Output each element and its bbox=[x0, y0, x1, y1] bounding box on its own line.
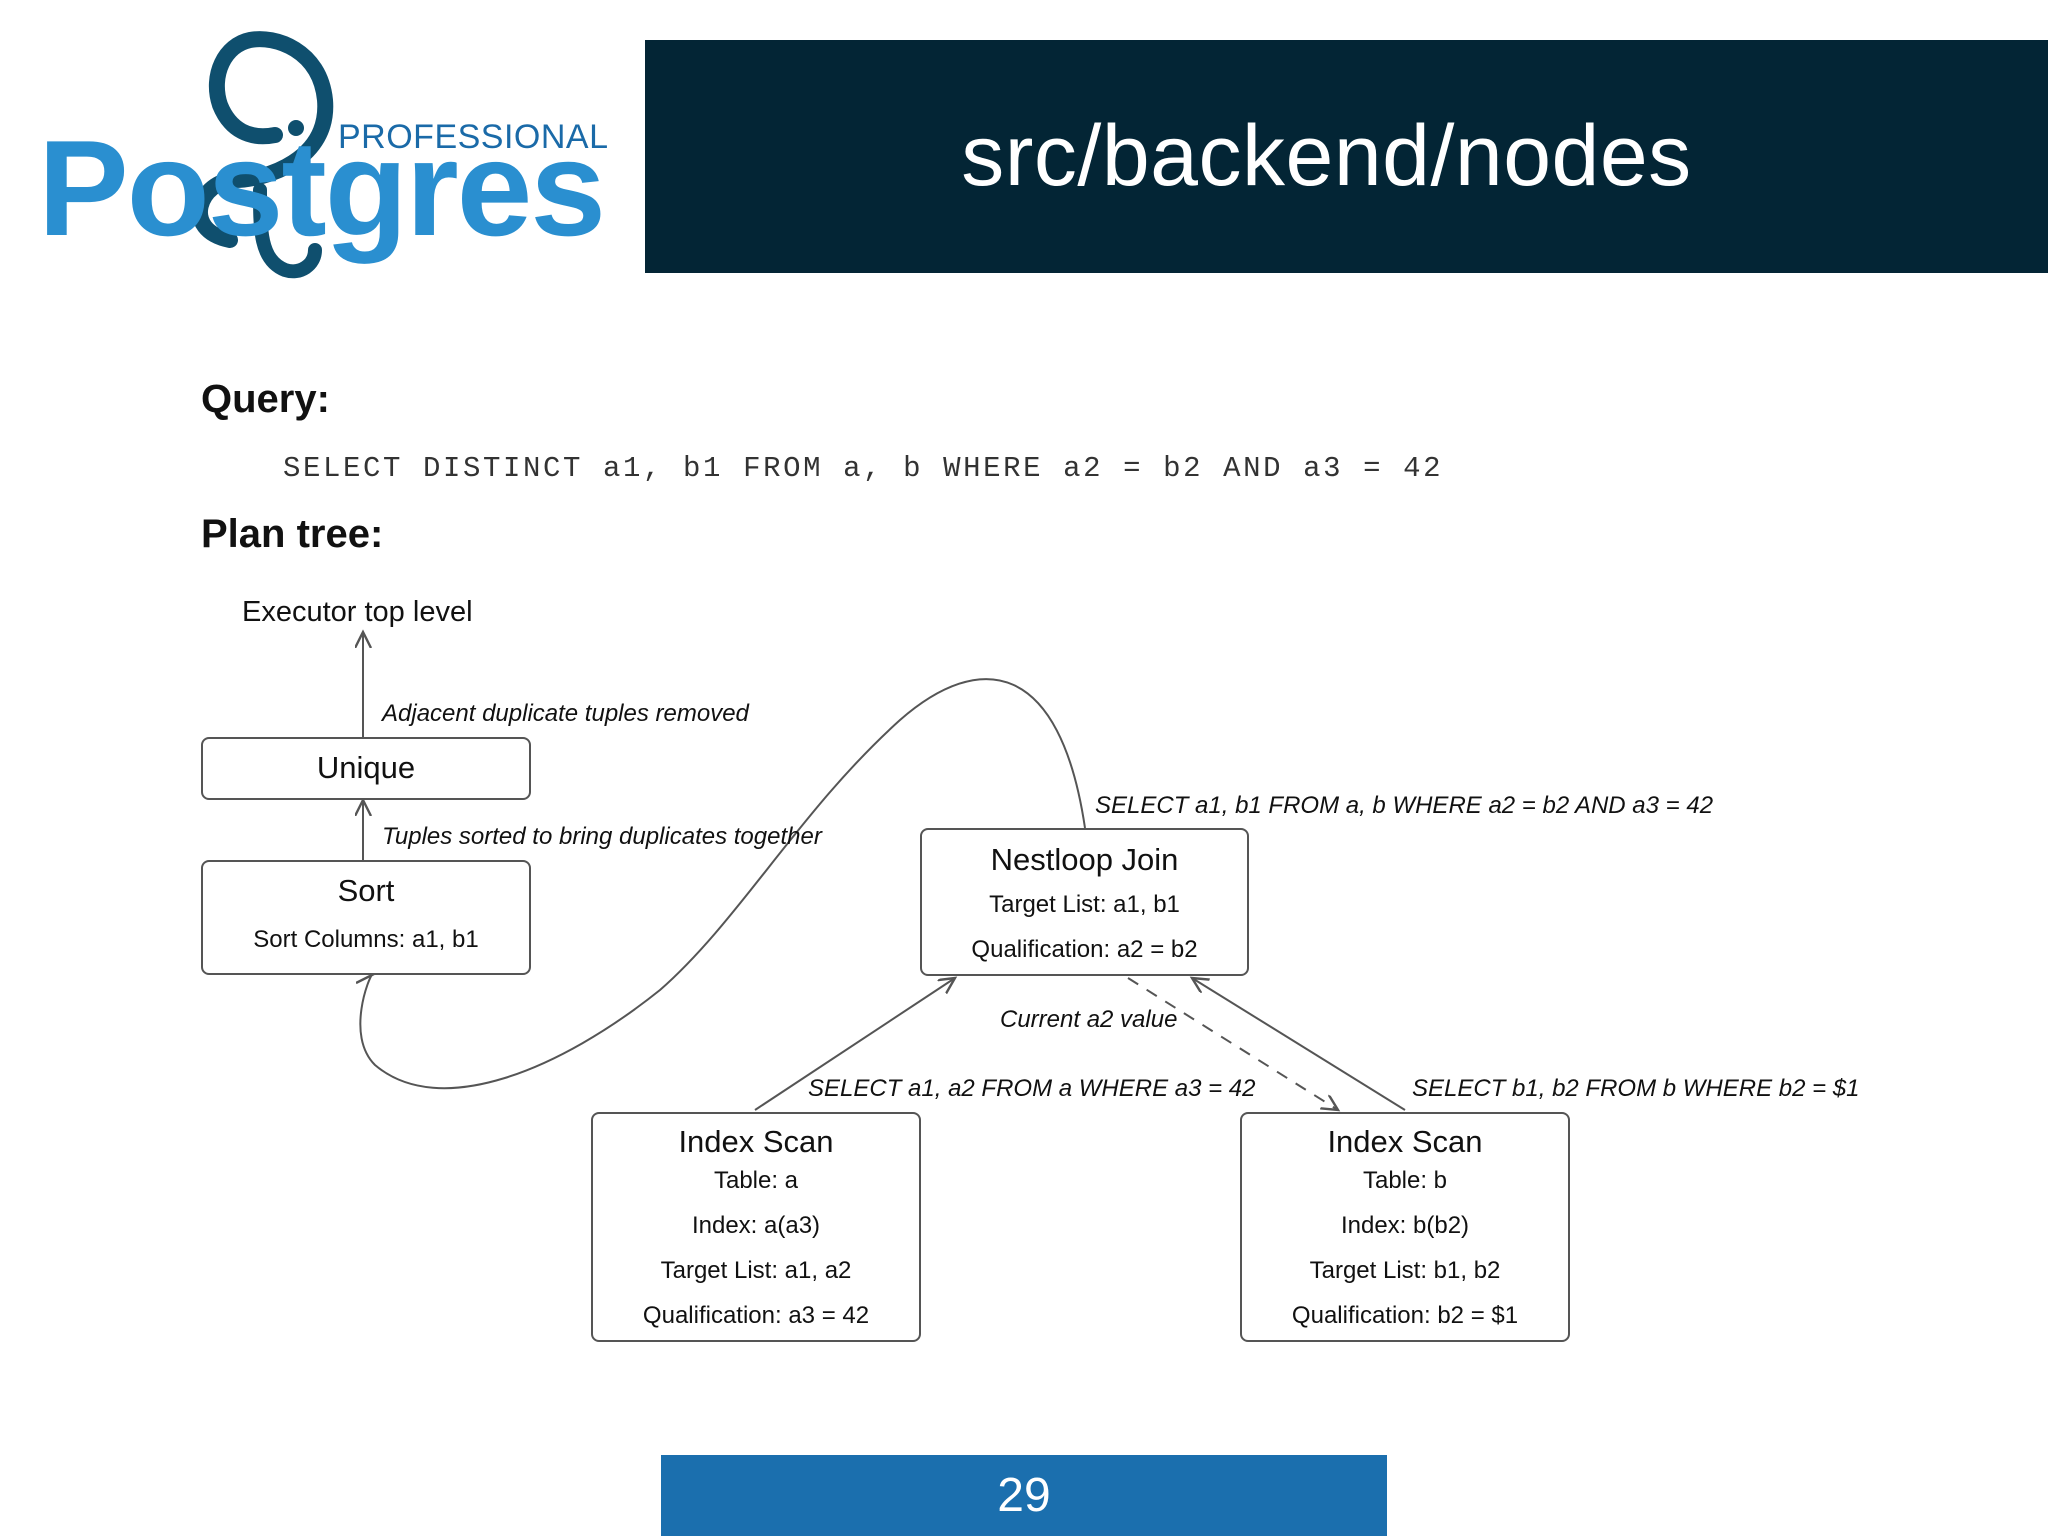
logo-wordmark: Postgres bbox=[38, 112, 606, 264]
executor-top-level-label: Executor top level bbox=[242, 596, 473, 628]
elephant-icon bbox=[192, 31, 334, 279]
query-sql: SELECT DISTINCT a1, b1 FROM a, b WHERE a… bbox=[283, 452, 1444, 485]
title-bar: src/backend/nodes bbox=[645, 40, 2048, 273]
index-scan-b-node: Index Scan Table: b Index: b(b2) Target … bbox=[1240, 1112, 1570, 1342]
edge-scan-b-to-nestloop bbox=[1192, 978, 1406, 1111]
nestloop-node-target-list: Target List: a1, b1 bbox=[989, 891, 1180, 918]
scan-a-target-list: Target List: a1, a2 bbox=[660, 1257, 852, 1284]
query-heading: Query: bbox=[201, 377, 330, 421]
adjacent-label: Adjacent duplicate tuples removed bbox=[382, 700, 749, 727]
scan-a-sql-label: SELECT a1, a2 FROM a WHERE a3 = 42 bbox=[808, 1075, 1256, 1102]
postgres-professional-logo: Postgres PROFESSIONAL bbox=[30, 30, 630, 280]
page-number-bar: 29 bbox=[661, 1455, 1387, 1536]
edge-scan-a-to-nestloop bbox=[754, 978, 955, 1111]
sort-node: Sort Sort Columns: a1, b1 bbox=[201, 860, 531, 975]
unique-node: Unique bbox=[201, 737, 531, 800]
unique-node-title: Unique bbox=[316, 750, 416, 785]
current-value-label: Current a2 value bbox=[1000, 1006, 1178, 1033]
scan-a-title: Index Scan bbox=[678, 1124, 834, 1159]
slide-title: src/backend/nodes bbox=[961, 108, 1692, 204]
scan-b-target-list: Target List: b1, b2 bbox=[1309, 1257, 1501, 1284]
scan-b-sql-label: SELECT b1, b2 FROM b WHERE b2 = $1 bbox=[1412, 1075, 1860, 1102]
sort-node-columns: Sort Columns: a1, b1 bbox=[253, 926, 479, 953]
scan-a-qualification: Qualification: a3 = 42 bbox=[642, 1302, 870, 1329]
scan-b-qualification: Qualification: b2 = $1 bbox=[1291, 1302, 1519, 1329]
page-number: 29 bbox=[997, 1469, 1051, 1522]
sorted-label: Tuples sorted to bring duplicates togeth… bbox=[382, 823, 822, 850]
scan-a-index: Index: a(a3) bbox=[691, 1212, 821, 1239]
edge-current-value bbox=[1127, 977, 1338, 1110]
nestloop-join-node: Nestloop Join Target List: a1, b1 Qualif… bbox=[920, 828, 1249, 976]
sort-node-title: Sort bbox=[337, 873, 395, 908]
nestloop-node-title: Nestloop Join bbox=[990, 842, 1179, 877]
index-scan-a-node: Index Scan Table: a Index: a(a3) Target … bbox=[591, 1112, 921, 1342]
plan-tree-heading: Plan tree: bbox=[201, 512, 384, 556]
nestloop-sql-label: SELECT a1, b1 FROM a, b WHERE a2 = b2 AN… bbox=[1095, 792, 1714, 819]
scan-b-index: Index: b(b2) bbox=[1340, 1212, 1470, 1239]
scan-b-title: Index Scan bbox=[1327, 1124, 1483, 1159]
edge-nestloop-to-sort bbox=[360, 678, 1086, 1090]
nestloop-node-qualification: Qualification: a2 = b2 bbox=[971, 936, 1198, 963]
scan-b-table: Table: b bbox=[1362, 1167, 1448, 1194]
logo-tagline: PROFESSIONAL bbox=[338, 118, 609, 156]
scan-a-table: Table: a bbox=[713, 1167, 799, 1194]
